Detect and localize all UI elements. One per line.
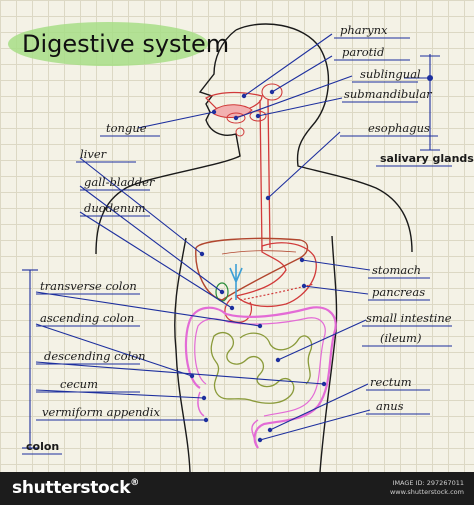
label-stomach: stomach xyxy=(372,263,421,277)
colon-inner xyxy=(194,317,326,417)
liver-shape xyxy=(195,237,309,301)
liver-lobe-line xyxy=(221,250,297,255)
label-submandibular: submandibular xyxy=(344,87,433,101)
duodenum-shape xyxy=(224,297,253,323)
esophagus-tube xyxy=(259,99,271,251)
colon-shape xyxy=(184,306,337,449)
small-intestine-shape xyxy=(210,331,313,404)
stomach-shape xyxy=(234,242,317,308)
group-salivary-glands: salivary glands xyxy=(380,152,474,165)
label-pancreas: pancreas xyxy=(372,285,425,299)
paper-background xyxy=(0,0,474,472)
leader-lines xyxy=(35,33,371,443)
label-anus: anus xyxy=(376,399,404,413)
site-url: www.shutterstock.com xyxy=(389,488,464,496)
sublingual-gland xyxy=(226,112,246,124)
label-small-intestine: small intestine xyxy=(366,311,452,325)
tongue-shape xyxy=(213,104,253,118)
label-transverse-colon: transverse colon xyxy=(40,279,137,293)
label-liver: liver xyxy=(80,147,108,161)
group-colon: colon xyxy=(26,440,59,453)
label-duodenum: duodenum xyxy=(84,201,146,215)
body-outline xyxy=(235,23,413,253)
rectum-shape xyxy=(251,419,259,449)
title: Digestive system xyxy=(22,30,229,58)
image-id-block: IMAGE ID: 297267011 www.shutterstock.com xyxy=(390,479,464,497)
bile-duct xyxy=(229,264,243,300)
label-rectum: rectum xyxy=(370,375,412,389)
image-id: IMAGE ID: 297267011 xyxy=(392,479,464,487)
colon-bracket xyxy=(22,269,38,449)
parotid-gland xyxy=(261,83,283,101)
torso-outline-right xyxy=(319,235,338,472)
label-parotid: parotid xyxy=(342,45,384,59)
label-vermiform-appendix: vermiform appendix xyxy=(42,405,160,419)
title-highlight xyxy=(8,22,208,66)
label-pharynx: pharynx xyxy=(340,23,388,37)
brand-logo: shutterstock® xyxy=(12,478,139,498)
label-cecum: cecum xyxy=(60,377,98,391)
gall-bladder-shape xyxy=(215,282,229,302)
label-gall-bladder: gall-bladder xyxy=(84,175,156,189)
pancreas-shape xyxy=(239,283,315,301)
label-ascending-colon: ascending colon xyxy=(40,311,134,325)
label-descending-colon: descending colon xyxy=(44,349,146,363)
label-ileum: (ileum) xyxy=(380,331,421,345)
label-tongue: tongue xyxy=(106,121,147,135)
tonsil xyxy=(235,127,245,137)
digestive-diagram: Digestive system xyxy=(8,22,474,472)
label-esophagus: esophagus xyxy=(368,121,430,135)
footer-bar: shutterstock® IMAGE ID: 297267011 www.sh… xyxy=(0,472,474,505)
submandibular-gland xyxy=(249,110,267,122)
label-sublingual: sublingual xyxy=(360,67,421,81)
appendix-shape xyxy=(197,391,205,417)
salivary-bracket xyxy=(404,54,440,151)
